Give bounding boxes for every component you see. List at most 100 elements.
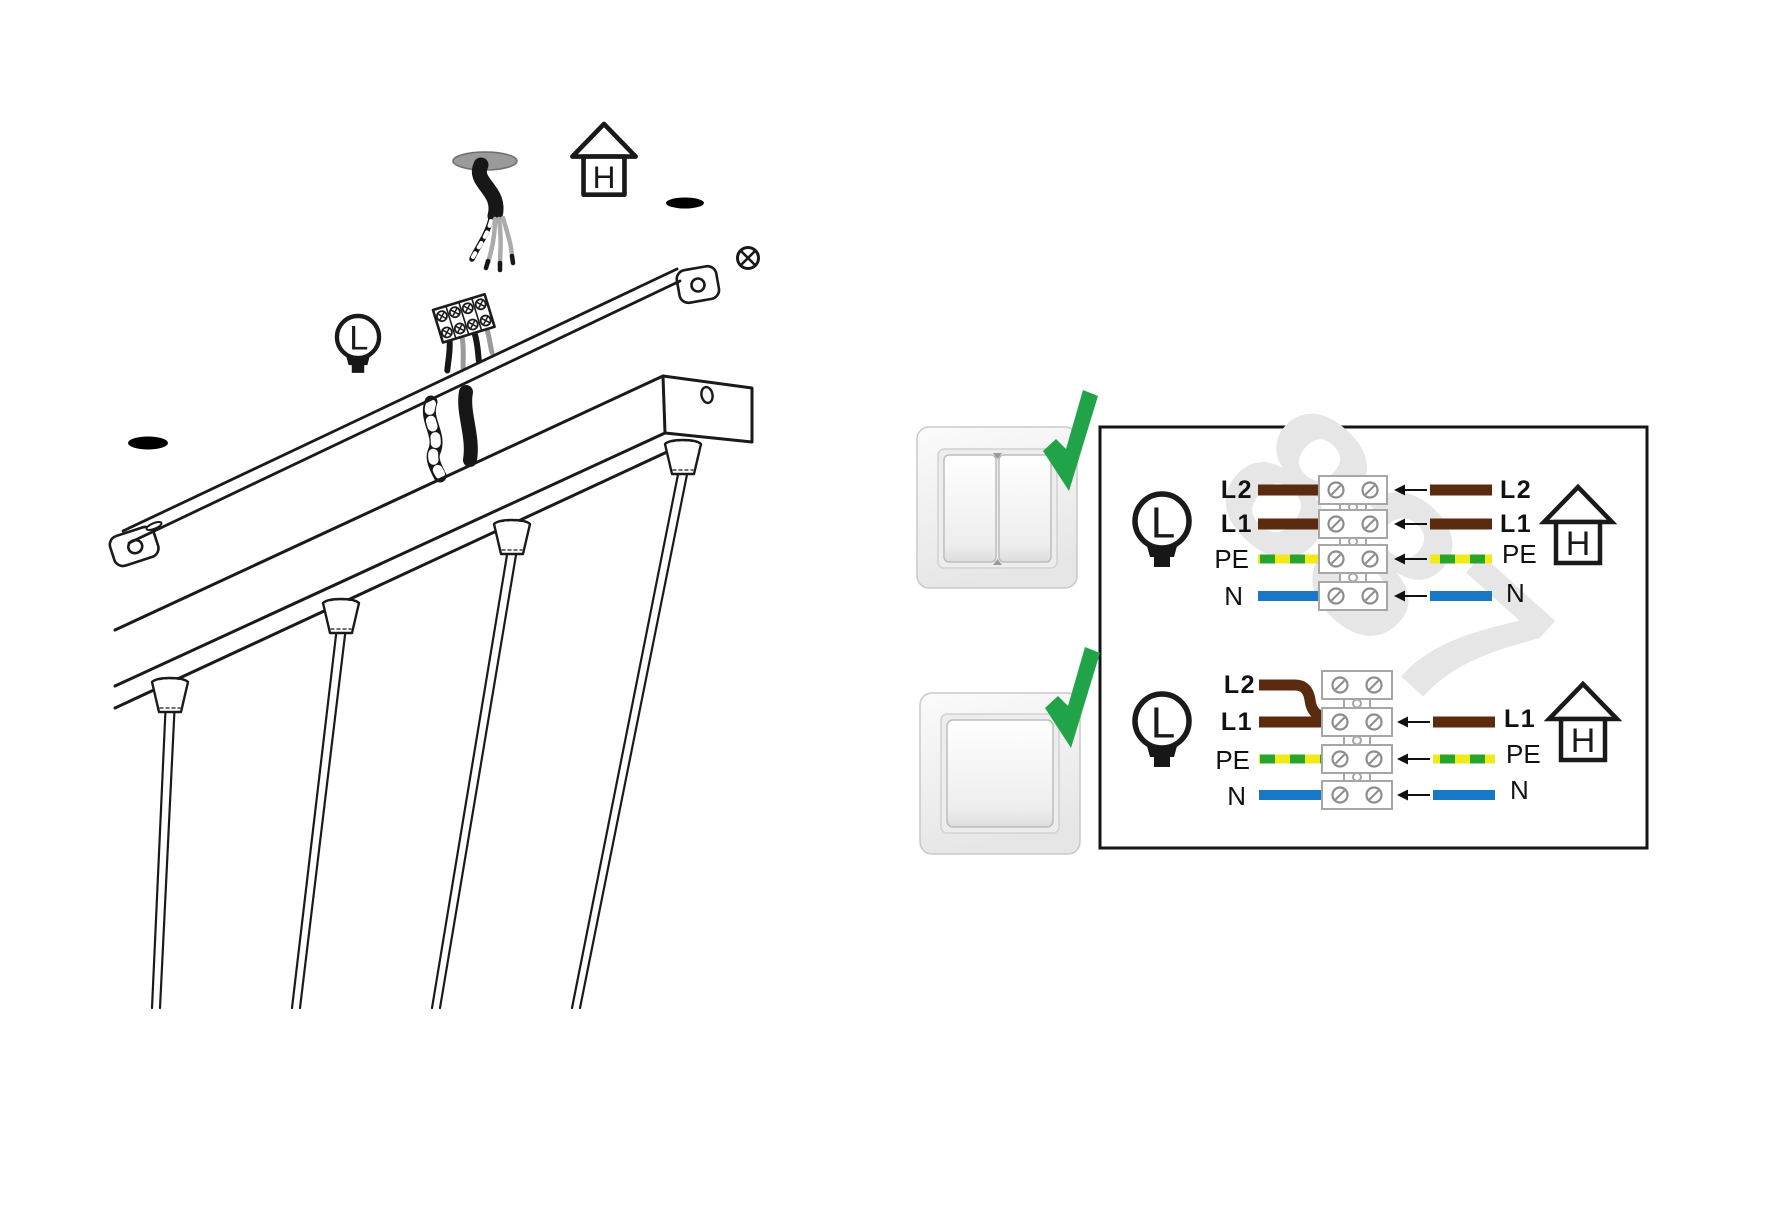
house-body — [1558, 716, 1608, 763]
cord-line-right — [578, 470, 689, 1010]
arrow-head — [1394, 553, 1405, 565]
label-bot-right-l1: L1 — [1504, 705, 1536, 733]
wire-tip-1 — [483, 258, 491, 271]
lamp-icon-drawing: L — [334, 313, 382, 373]
switch-rocker-right[interactable] — [998, 454, 1052, 563]
arrows-top — [1394, 484, 1427, 602]
screw-slot — [1330, 553, 1342, 565]
lamp-base — [1147, 746, 1177, 767]
wire-twisted-stripes — [424, 399, 445, 479]
arrow-head — [1397, 716, 1408, 728]
fixture-drawing: H L — [108, 121, 760, 1010]
cord-line-right — [158, 708, 176, 1010]
cord-line-left — [430, 550, 509, 1010]
house-letter: H — [1571, 722, 1596, 760]
screw-icon — [736, 246, 760, 270]
terminal-block-drawing — [431, 292, 496, 374]
ceiling-hole-left — [128, 436, 168, 450]
cable-sheath — [471, 157, 504, 224]
screw-slot — [1364, 484, 1376, 496]
wire-top-left-n — [1258, 591, 1319, 601]
pendant-cord — [150, 676, 190, 1010]
bar-slot — [145, 521, 163, 531]
strain-relief-cone — [492, 518, 532, 556]
label-top-left-l2: L2 — [1221, 476, 1253, 504]
house-icon-drawing: H — [570, 121, 638, 198]
wire-top-left-pe — [1258, 554, 1319, 564]
ceiling-hole-right — [666, 197, 704, 209]
screw-slot — [1368, 753, 1380, 765]
lamp-letter: L — [349, 320, 368, 358]
strip-hole — [1348, 572, 1358, 583]
ceiling-cable — [452, 151, 518, 273]
house-roof — [570, 121, 638, 159]
diagram-two-gang: L H L2 L1 PE N L2 L1 PE N — [1132, 475, 1618, 611]
cable-wire-gray-3 — [500, 215, 515, 261]
label-bot-left-n: N — [1227, 781, 1246, 811]
lamp-base — [1147, 546, 1177, 567]
checkmark-top — [1043, 390, 1098, 491]
pendant-cords — [150, 438, 703, 1010]
arrow-head — [1397, 789, 1408, 801]
cord-line-left — [150, 708, 167, 1010]
label-bot-left-pe: PE — [1215, 745, 1250, 775]
wire-bot-left-l2-bridge — [1259, 679, 1332, 722]
block-wire-2 — [459, 334, 466, 371]
screw-slot — [1330, 590, 1342, 602]
block-wire-1 — [444, 337, 453, 374]
arrow-head — [1394, 484, 1405, 496]
strip-hole — [1352, 698, 1362, 709]
screw-slot — [1364, 590, 1376, 602]
label-top-right-n: N — [1506, 578, 1525, 608]
lamp-letter: L — [1151, 499, 1175, 548]
canopy-box — [113, 374, 754, 710]
switch-rocker-single[interactable] — [946, 719, 1054, 828]
house-body — [1553, 519, 1603, 566]
arrows-bottom — [1397, 716, 1430, 801]
cable-wire-stripe-marks — [471, 219, 493, 259]
checkmark-bottom-icon — [1045, 647, 1100, 748]
label-bot-right-n: N — [1510, 775, 1529, 805]
box-end-hole — [700, 385, 714, 405]
wire-tip-3 — [509, 253, 516, 266]
label-top-left-pe: PE — [1214, 544, 1249, 574]
box-back-top-edge — [113, 374, 665, 632]
screw-slot — [1334, 753, 1346, 765]
screw-slot — [1330, 518, 1342, 530]
switch-rocker-left[interactable] — [943, 454, 997, 563]
rocker-notch-top — [993, 453, 1002, 459]
terminal-strip-bottom — [1321, 670, 1393, 810]
label-top-right-l1: L1 — [1500, 510, 1532, 538]
wire-bot-left-n — [1259, 790, 1323, 800]
bar-left-tab — [108, 525, 160, 568]
strain-relief-cone — [150, 676, 190, 714]
lamp-base — [346, 356, 370, 373]
label-bot-right-pe: PE — [1506, 739, 1541, 769]
box-front-bottom-edge — [113, 450, 669, 710]
house-body — [581, 154, 627, 198]
wire-bot-left-pe — [1259, 754, 1323, 764]
cord-line-left — [570, 470, 680, 1010]
wiring-panel: 837 L H L2 L1 PE N L2 L1 PE N — [916, 359, 1649, 855]
checkmark-bottom — [1045, 647, 1100, 748]
pendant-cord — [290, 597, 361, 1010]
pendant-cord — [570, 438, 703, 1010]
house-letter: H — [593, 159, 616, 195]
strip-hole — [1352, 772, 1362, 782]
strain-relief-cone — [321, 597, 361, 635]
label-top-right-pe: PE — [1502, 539, 1537, 569]
pendant-cord — [430, 518, 532, 1010]
screw-slot — [1364, 518, 1376, 530]
box-end-face — [661, 374, 754, 444]
house-icon-bottom: H — [1543, 680, 1623, 763]
screw-slot — [1368, 789, 1380, 801]
wire-top-right-l1 — [1430, 518, 1492, 530]
bar-right-tab — [675, 264, 721, 305]
arrow-head — [1394, 590, 1405, 602]
screw-slot — [1368, 716, 1380, 728]
bar-right-hole — [690, 277, 706, 293]
lamp-icon-bottom: L — [1132, 691, 1192, 767]
strain-relief-cone — [663, 438, 703, 476]
switch-two-gang — [916, 426, 1078, 589]
